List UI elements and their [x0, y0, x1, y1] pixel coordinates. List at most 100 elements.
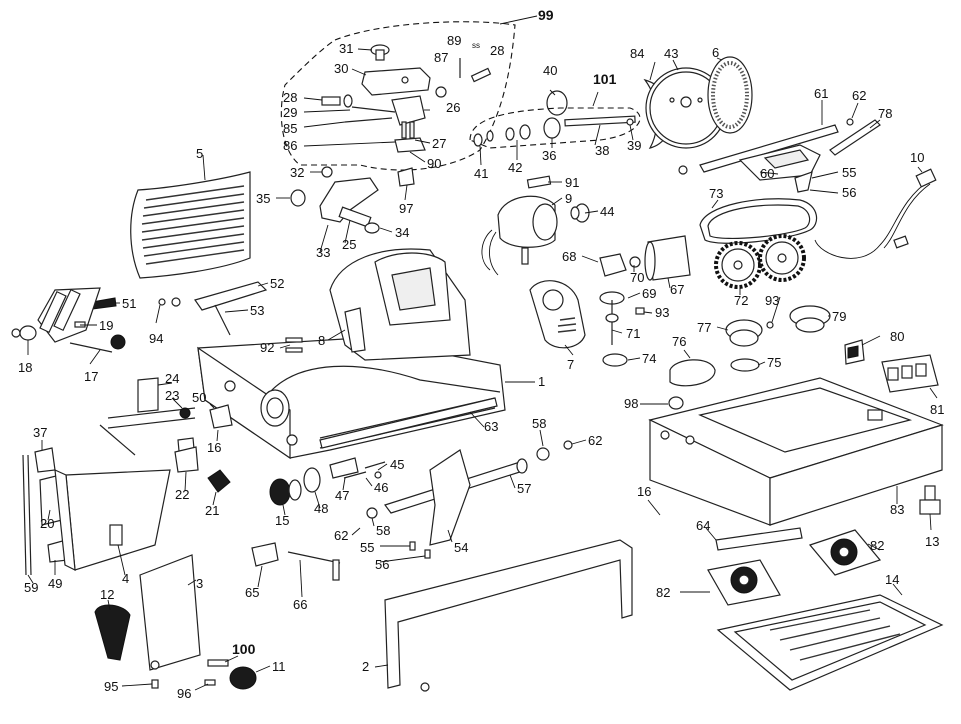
- part-label-18: 18: [18, 360, 32, 375]
- part-label-98: 98: [624, 396, 638, 411]
- part-label-49: 49: [48, 576, 62, 591]
- part-label-29: 29: [283, 105, 297, 120]
- plate-7: [529, 280, 645, 367]
- part-label-16b: 16: [637, 484, 651, 499]
- bracket-52-53: [91, 281, 268, 336]
- part-label-83: 83: [890, 502, 904, 517]
- part-label-4: 4: [122, 571, 129, 586]
- part-label-55: 55: [842, 165, 856, 180]
- part-label-62b: 62: [588, 433, 602, 448]
- part-label-84: 84: [630, 46, 644, 61]
- part-label-93: 93: [765, 293, 779, 308]
- part-label-31: 31: [339, 41, 353, 56]
- part-label-85: 85: [283, 121, 297, 136]
- left-center-parts: [99, 377, 233, 493]
- part-label-39: 39: [627, 138, 641, 153]
- part-label-89: 89: [447, 33, 461, 48]
- part-label-12: 12: [100, 587, 114, 602]
- part-label-38: 38: [595, 143, 609, 158]
- bracket-assembly: [290, 166, 415, 234]
- part-label-82: 82: [870, 538, 884, 553]
- left-assembly-4: [22, 447, 171, 576]
- part-label-58: 58: [532, 416, 546, 431]
- part-label-34: 34: [395, 225, 409, 240]
- part-label-62: 62: [852, 88, 866, 103]
- part-label-16: 16: [207, 440, 221, 455]
- part-label-46: 46: [374, 480, 388, 495]
- part-label-21: 21: [205, 503, 219, 518]
- part-label-42: 42: [508, 160, 522, 175]
- part-label-57: 57: [517, 481, 531, 496]
- part-label-23: 23: [165, 388, 179, 403]
- lower-left-parts: [94, 554, 257, 690]
- part-label-91: 91: [565, 175, 579, 190]
- part-label-75: 75: [767, 355, 781, 370]
- part-label-96: 96: [177, 686, 191, 701]
- assembly-group-99: [280, 15, 538, 171]
- part-label-47: 47: [335, 488, 349, 503]
- part-label-32: 32: [290, 165, 304, 180]
- part-label-37: 37: [33, 425, 47, 440]
- part-label-17: 17: [84, 369, 98, 384]
- part-label-82b: 82: [656, 585, 670, 600]
- part-label-28: 28: [490, 43, 504, 58]
- leader-lines: [27, 48, 938, 691]
- part-label-14: 14: [885, 572, 899, 587]
- part-label-28b: 28: [283, 90, 297, 105]
- gears-72: [714, 234, 806, 289]
- part-label-24: 24: [165, 371, 179, 386]
- part-1-main-body: [197, 248, 506, 460]
- part-label-27: 27: [432, 136, 446, 151]
- part-label-65: 65: [245, 585, 259, 600]
- part-label-52: 52: [270, 276, 284, 291]
- part-label-19: 19: [99, 318, 113, 333]
- part-label-97: 97: [399, 201, 413, 216]
- fans-and-tray: [707, 527, 944, 691]
- part-label-36: 36: [542, 148, 556, 163]
- part-label-95: 95: [104, 679, 118, 694]
- part-label-26: 26: [446, 100, 460, 115]
- part-label-69: 69: [642, 286, 656, 301]
- part-label-5: 5: [196, 146, 203, 161]
- part-label-11: 11: [272, 659, 286, 674]
- part-2-front-panel: [384, 539, 633, 692]
- part-label-3: 3: [196, 576, 203, 591]
- motor-9: [481, 175, 590, 276]
- part-label-79: 79: [832, 309, 846, 324]
- part-label-60: 60: [760, 166, 774, 181]
- part-63-bar: [319, 397, 498, 449]
- part-label-35: 35: [256, 191, 270, 206]
- part-98-ring: [668, 396, 684, 410]
- part-label-20: 20: [40, 516, 54, 531]
- part-83-base: [648, 377, 944, 526]
- part-label-53: 53: [250, 303, 264, 318]
- part-label-43: 43: [664, 46, 678, 61]
- part-label-94: 94: [149, 331, 163, 346]
- roller-handle-18-17: [11, 287, 126, 353]
- part-label-66: 66: [293, 597, 307, 612]
- part-label-78: 78: [878, 106, 892, 121]
- part-label-73: 73: [709, 186, 723, 201]
- screws-92: [285, 337, 303, 353]
- part-label-59: 59: [24, 580, 38, 595]
- part-label-45: 45: [390, 457, 404, 472]
- part-label-15: 15: [275, 513, 289, 528]
- pulleys-77-79: [669, 305, 831, 387]
- part-label-86: 86: [283, 138, 297, 153]
- part-label-22: 22: [175, 487, 189, 502]
- part-label-62c: 62: [334, 528, 348, 543]
- part-label-74: 74: [642, 351, 656, 366]
- part-label-71: 71: [626, 326, 640, 341]
- part-label-55b: 55: [360, 540, 374, 555]
- part-5-guard: [130, 171, 251, 279]
- belt-73: [599, 198, 818, 281]
- part-label-7: 7: [567, 357, 574, 372]
- part-label-90: 90: [427, 156, 441, 171]
- part-label-76: 76: [672, 334, 686, 349]
- part-label-58b: 58: [376, 523, 390, 538]
- part-label-8: 8: [318, 333, 325, 348]
- part-label-99: 99: [538, 7, 554, 23]
- part-label-1: 1: [538, 374, 545, 389]
